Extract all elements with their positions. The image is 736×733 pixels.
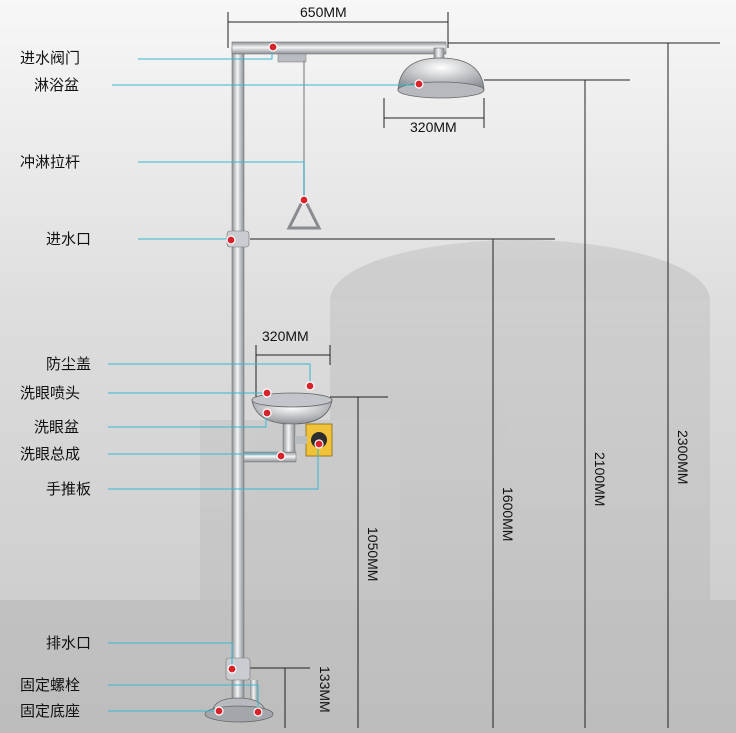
shower-unit xyxy=(204,41,485,723)
dim-top-width: 650MM xyxy=(300,4,347,20)
markers xyxy=(214,42,424,717)
main-pipe xyxy=(231,47,245,709)
marker-inlet-valve xyxy=(268,42,278,52)
label-pull-rod: 冲淋拉杆 xyxy=(20,153,80,171)
label-drain: 排水口 xyxy=(46,634,91,652)
label-inlet-valve: 进水阀门 xyxy=(20,49,80,67)
label-shower-basin: 淋浴盆 xyxy=(34,76,79,94)
dim-height-133: 133MM xyxy=(317,666,333,713)
marker-dust-cover xyxy=(305,381,315,391)
dim-shower-width: 320MM xyxy=(410,119,457,135)
label-push-plate: 手推板 xyxy=(46,480,91,498)
marker-fixing-base xyxy=(214,706,224,716)
label-eyewash-basin: 洗眼盆 xyxy=(34,418,79,436)
dimension-lines xyxy=(227,12,720,728)
label-water-inlet: 进水口 xyxy=(46,230,91,248)
marker-pull-rod xyxy=(299,195,309,205)
dim-eyewash-width: 320MM xyxy=(262,328,309,344)
marker-eyewash-assembly xyxy=(276,451,286,461)
marker-eyewash-basin xyxy=(262,408,272,418)
label-dust-cover: 防尘盖 xyxy=(46,355,91,373)
marker-fixing-bolt xyxy=(253,707,263,717)
marker-eyewash-nozzle xyxy=(262,388,272,398)
background-tanks xyxy=(0,240,736,733)
dim-height-1050: 1050MM xyxy=(365,527,381,581)
top-pipe xyxy=(231,41,447,55)
label-eyewash-assembly: 洗眼总成 xyxy=(20,445,80,463)
dim-height-2300: 2300MM xyxy=(675,430,691,484)
label-eyewash-nozzle: 洗眼喷头 xyxy=(20,384,80,402)
marker-water-inlet xyxy=(226,235,236,245)
dimension-labels: 650MM 320MM 320MM 2300MM 2100MM 1600MM 1… xyxy=(262,4,691,713)
dim-height-1600: 1600MM xyxy=(500,487,516,541)
labels: 进水阀门 淋浴盆 冲淋拉杆 进水口 防尘盖 洗眼喷头 洗眼盆 洗眼总成 手推板 … xyxy=(20,49,91,720)
dim-height-2100: 2100MM xyxy=(592,452,608,506)
label-fixing-base: 固定底座 xyxy=(20,702,80,720)
marker-drain xyxy=(227,664,237,674)
marker-push-plate xyxy=(314,439,324,449)
pull-handle xyxy=(286,194,322,230)
marker-shower-basin xyxy=(414,79,424,89)
label-fixing-bolt: 固定螺栓 xyxy=(20,676,80,694)
